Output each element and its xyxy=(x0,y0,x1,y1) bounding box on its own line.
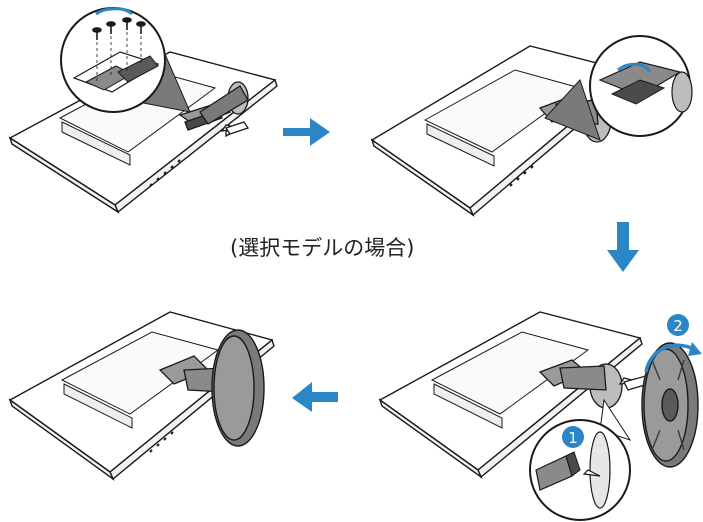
step-3-attach-base: 1 2 xyxy=(378,311,702,521)
rotate-arrow-icon xyxy=(617,62,652,73)
zoom-callout xyxy=(60,7,191,113)
optional-model-caption: (選択モデルの場合) xyxy=(230,236,415,260)
stand-arm xyxy=(178,81,249,131)
rotate-arrow-icon xyxy=(95,7,134,16)
next-arrow-right xyxy=(283,118,330,146)
zoom-callout xyxy=(544,35,693,141)
step-badge-2: 2 xyxy=(667,314,689,336)
stand-base xyxy=(641,342,699,468)
next-arrow-left xyxy=(292,382,338,412)
screw-icon xyxy=(92,17,146,40)
stand-base xyxy=(211,329,265,447)
step-2-arm-attached xyxy=(370,35,693,217)
rotate-arrow-icon xyxy=(644,343,697,373)
step-badge-1: 1 xyxy=(562,426,584,448)
insert-arrow-icon xyxy=(582,469,601,477)
badge-label: 2 xyxy=(673,317,683,335)
next-arrow-down xyxy=(607,222,639,272)
step-4-assembled-stand xyxy=(8,311,275,482)
side-vents xyxy=(149,159,181,187)
badge-label: 1 xyxy=(568,429,578,447)
step-1-attach-arm xyxy=(8,7,278,214)
zoom-callout xyxy=(529,398,632,521)
